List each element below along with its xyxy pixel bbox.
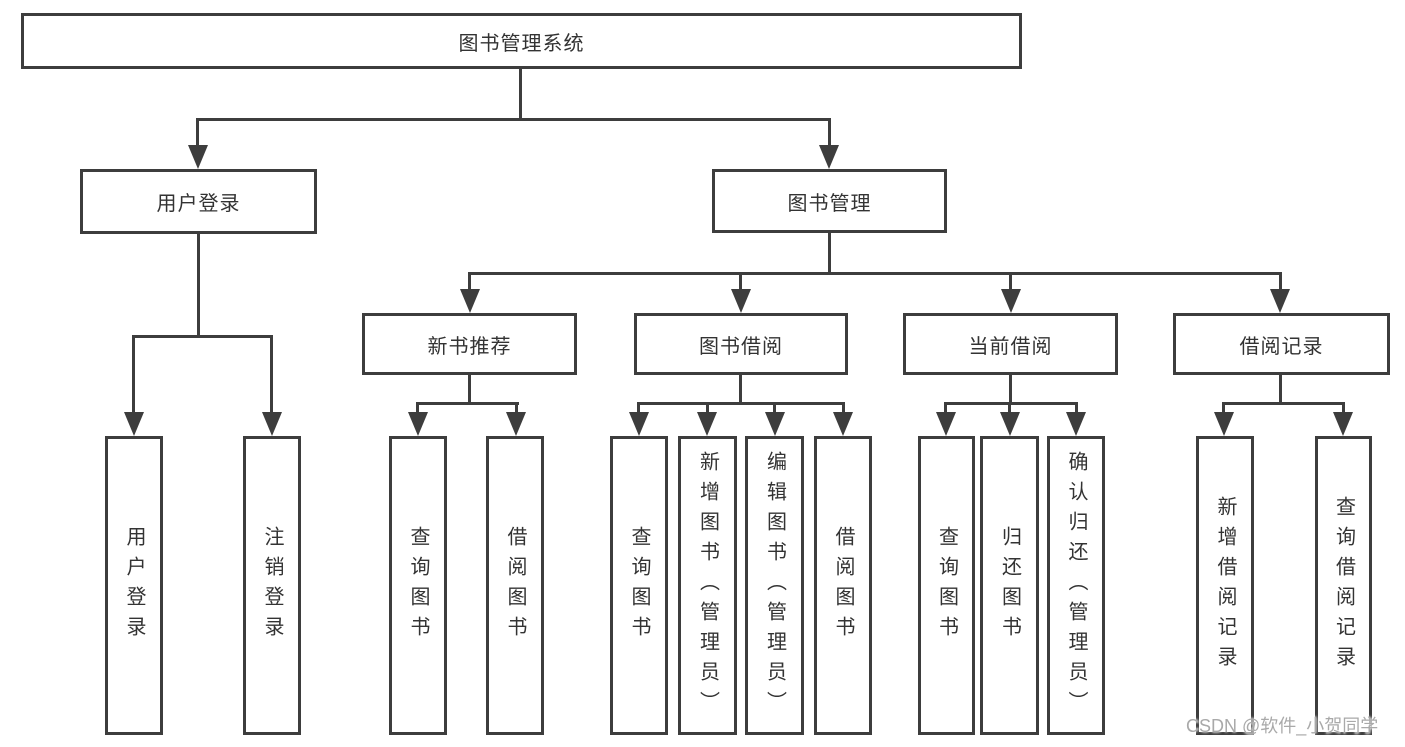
arrow-down-icon: [1214, 412, 1234, 436]
leaf-query-borrow-record: 查询借阅记录: [1315, 436, 1372, 735]
arrow-down-icon: [731, 289, 751, 313]
node-label: 借阅图书: [504, 525, 526, 646]
connector-line: [416, 405, 419, 414]
connector-line: [828, 233, 831, 275]
connector-line: [468, 375, 471, 405]
connector-line: [1222, 402, 1345, 405]
arrow-down-icon: [1333, 412, 1353, 436]
node-label: 新书推荐: [427, 335, 512, 358]
arrow-down-icon: [1001, 289, 1021, 313]
node-label: 新增图书（管理员）: [696, 450, 719, 721]
connector-line: [828, 121, 831, 149]
connector-line: [842, 405, 845, 414]
leaf-query-books-borrow: 查询图书: [610, 436, 668, 735]
connector-line: [132, 338, 135, 414]
arrow-down-icon: [408, 412, 428, 436]
connector-line: [637, 402, 845, 405]
connector-line: [1009, 375, 1012, 405]
connector-line: [1009, 275, 1012, 293]
node-borrow-records: 借阅记录: [1173, 313, 1390, 375]
connector-line: [1222, 405, 1225, 414]
connector-line: [739, 275, 742, 293]
node-book-management: 图书管理: [712, 169, 947, 233]
connector-line: [132, 335, 273, 338]
node-label: 查询图书: [935, 525, 958, 646]
node-label: 归还图书: [998, 525, 1021, 646]
arrow-down-icon: [1000, 412, 1020, 436]
leaf-logout: 注销登录: [243, 436, 301, 735]
arrow-down-icon: [188, 145, 208, 169]
leaf-query-books-current: 查询图书: [918, 436, 975, 735]
node-label: 查询图书: [628, 525, 650, 646]
arrow-down-icon: [765, 412, 785, 436]
connector-line: [773, 405, 776, 414]
connector-line: [1008, 405, 1011, 414]
arrow-down-icon: [506, 412, 526, 436]
node-label: 图书借阅: [699, 335, 783, 358]
connector-line: [637, 405, 640, 414]
node-user-login: 用户登录: [80, 169, 317, 234]
node-current-borrow: 当前借阅: [903, 313, 1118, 375]
node-label: 图书管理系统: [458, 32, 585, 55]
arrow-down-icon: [460, 289, 480, 313]
watermark: CSDN @软件_小贺同学: [1186, 716, 1379, 736]
leaf-borrow-books-recommend: 借阅图书: [486, 436, 544, 735]
node-label: 借阅记录: [1239, 335, 1324, 358]
leaf-query-books-recommend: 查询图书: [389, 436, 447, 735]
leaf-borrow-books: 借阅图书: [814, 436, 872, 735]
node-label: 确认归还（管理员）: [1065, 450, 1087, 721]
leaf-edit-books-admin: 编辑图书（管理员）: [745, 436, 804, 735]
connector-line: [739, 375, 742, 405]
node-label: 查询借阅记录: [1332, 495, 1355, 676]
connector-line: [944, 405, 947, 414]
node-label: 用户登录: [123, 525, 145, 646]
connector-line: [706, 405, 709, 414]
connector-line: [1279, 375, 1282, 405]
arrow-down-icon: [833, 412, 853, 436]
node-new-book-recommend: 新书推荐: [362, 313, 577, 375]
node-label: 图书管理: [787, 192, 872, 215]
node-label: 当前借阅: [968, 335, 1053, 358]
node-label: 查询图书: [407, 525, 429, 646]
connector-line: [944, 402, 1078, 405]
node-label: 编辑图书（管理员）: [763, 450, 786, 721]
arrow-down-icon: [1066, 412, 1086, 436]
leaf-add-borrow-record: 新增借阅记录: [1196, 436, 1254, 735]
arrow-down-icon: [819, 145, 839, 169]
leaf-confirm-return-admin: 确认归还（管理员）: [1047, 436, 1105, 735]
node-book-borrow: 图书借阅: [634, 313, 848, 375]
leaf-user-login: 用户登录: [105, 436, 163, 735]
arrow-down-icon: [1270, 289, 1290, 313]
arrow-down-icon: [936, 412, 956, 436]
connector-line: [468, 272, 1282, 275]
connector-line: [270, 338, 273, 414]
connector-line: [519, 69, 522, 121]
leaf-return-books: 归还图书: [980, 436, 1039, 735]
connector-line: [515, 405, 518, 414]
connector-line: [196, 118, 831, 121]
connector-line: [468, 275, 471, 293]
connector-line: [1075, 405, 1078, 414]
node-label: 用户登录: [156, 193, 241, 215]
connector-line: [1279, 275, 1282, 293]
node-label: 新增借阅记录: [1214, 495, 1236, 676]
arrow-down-icon: [124, 412, 144, 436]
arrow-down-icon: [697, 412, 717, 436]
node-label: 借阅图书: [832, 525, 854, 646]
node-library-management-system: 图书管理系统: [21, 13, 1022, 69]
connector-line: [197, 234, 200, 337]
arrow-down-icon: [629, 412, 649, 436]
connector-line: [196, 121, 199, 149]
connector-line: [1342, 405, 1345, 414]
connector-line: [416, 402, 519, 405]
node-label: 注销登录: [261, 525, 283, 646]
arrow-down-icon: [262, 412, 282, 436]
leaf-add-books-admin: 新增图书（管理员）: [678, 436, 737, 735]
